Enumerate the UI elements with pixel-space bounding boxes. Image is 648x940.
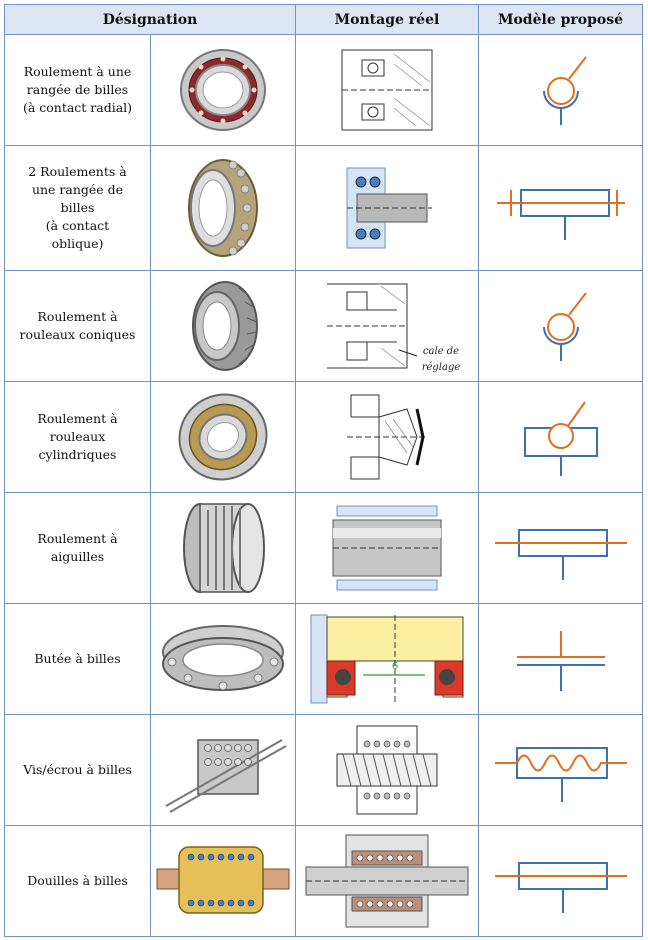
linear-ball-bushing-illustration xyxy=(156,846,290,914)
ball-screw-illustration xyxy=(165,739,287,813)
model-symbol xyxy=(478,825,643,937)
row-designation: Douilles à billes xyxy=(4,825,151,937)
row-designation: Roulement à une rangée de billes (à cont… xyxy=(4,34,151,146)
row-designation: Roulement à aiguilles xyxy=(4,492,151,604)
bearing-photo xyxy=(150,145,296,271)
montage-drawing: cale de réglage xyxy=(295,270,479,382)
header-designation: Désignation xyxy=(4,4,296,35)
angular-contact-bearing-illustration xyxy=(188,159,258,257)
row-designation: Vis/écrou à billes xyxy=(4,714,151,826)
bearing-photo xyxy=(150,381,296,493)
row-designation: Roulement à rouleaux coniques xyxy=(4,270,151,382)
table-row: Roulement à une rangée de billes (à cont… xyxy=(4,34,643,146)
model-symbol xyxy=(478,145,643,271)
model-symbol xyxy=(478,34,643,146)
row-designation: 2 Roulements à une rangée de billes (à c… xyxy=(4,145,151,271)
model-symbol xyxy=(478,492,643,604)
thrust-bearing-assembly-drawing: 6 xyxy=(310,614,464,704)
planar-support-icon xyxy=(516,631,605,691)
bearing-photo xyxy=(150,492,296,604)
cylindrical-roller-bearing-illustration xyxy=(178,393,268,481)
montage-note-line1: cale de xyxy=(423,346,459,357)
montage-dimension: 6 xyxy=(392,661,398,672)
bearing-photo xyxy=(150,603,296,715)
row-label: 2 Roulements à une rangée de billes (à c… xyxy=(28,164,127,251)
pivot-icon xyxy=(496,189,625,240)
table-row: Roulement à rouleaux coniques xyxy=(4,270,643,382)
table-row: Roulement à rouleaux cylindriques xyxy=(4,381,643,493)
row-designation: Roulement à rouleaux cylindriques xyxy=(4,381,151,493)
header-montage: Montage réel xyxy=(295,4,479,35)
row-label: Vis/écrou à billes xyxy=(23,762,132,777)
row-label: Roulement à une rangée de billes (à cont… xyxy=(22,64,133,115)
table-row: Vis/écrou à billes xyxy=(4,714,643,826)
cylindrical-roller-assembly-drawing xyxy=(347,394,427,480)
bearing-photo xyxy=(150,270,296,382)
header-modele: Modèle proposé xyxy=(478,4,643,35)
model-symbol xyxy=(478,270,643,382)
tapered-roller-assembly-drawing: cale de réglage xyxy=(327,283,461,373)
table-row: Douilles à billes xyxy=(4,825,643,937)
needle-bearing-assembly-drawing xyxy=(332,505,442,591)
bearing-photo xyxy=(150,34,296,146)
table-row: Butée à billes xyxy=(4,603,643,715)
ball-bushing-assembly-drawing xyxy=(305,834,469,928)
bearing-table: Désignation Montage réel Modèle proposé … xyxy=(4,4,643,937)
model-symbol xyxy=(478,603,643,715)
ball-screw-assembly-drawing xyxy=(336,725,438,815)
needle-bearing-illustration xyxy=(183,503,265,593)
montage-drawing xyxy=(295,714,479,826)
row-label: Butée à billes xyxy=(34,651,121,666)
thrust-ball-bearing-illustration xyxy=(162,625,284,691)
montage-drawing xyxy=(295,825,479,937)
pivot-slide-icon xyxy=(494,862,627,913)
montage-drawing xyxy=(295,492,479,604)
row-label: Roulement à aiguilles xyxy=(37,531,118,564)
pivot-slide-icon xyxy=(494,529,627,580)
bearing-photo xyxy=(150,714,296,826)
montage-drawing xyxy=(295,381,479,493)
montage-drawing: 6 xyxy=(295,603,479,715)
radial-ball-bearing-illustration xyxy=(180,49,266,131)
helical-joint-icon xyxy=(494,747,627,802)
angular-contact-assembly-drawing xyxy=(346,167,432,249)
radial-bearing-assembly-drawing xyxy=(341,49,433,131)
montage-drawing xyxy=(295,145,479,271)
header-row: Désignation Montage réel Modèle proposé xyxy=(4,4,643,35)
bearing-photo xyxy=(150,825,296,937)
row-designation: Butée à billes xyxy=(4,603,151,715)
annular-linear-icon xyxy=(523,401,598,476)
model-symbol xyxy=(478,714,643,826)
row-label: Roulement à rouleaux cylindriques xyxy=(37,411,118,462)
montage-drawing xyxy=(295,34,479,146)
model-symbol xyxy=(478,381,643,493)
ball-joint-icon xyxy=(542,56,587,125)
montage-note-line2: réglage xyxy=(422,362,461,373)
ball-joint-icon xyxy=(542,292,587,361)
table-row: 2 Roulements à une rangée de billes (à c… xyxy=(4,145,643,271)
row-label: Roulement à rouleaux coniques xyxy=(19,309,136,342)
tapered-roller-bearing-illustration xyxy=(192,281,258,371)
table-row: Roulement à aiguilles xyxy=(4,492,643,604)
row-label: Douilles à billes xyxy=(27,873,128,888)
